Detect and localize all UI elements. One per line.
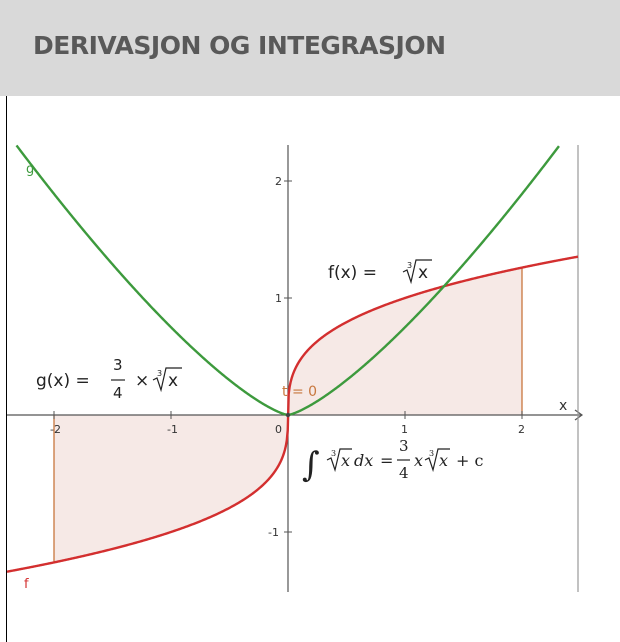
y-tick-label--1: -1 — [268, 526, 279, 539]
f-curve — [6, 255, 579, 573]
f-formula-radical-sign — [402, 259, 432, 285]
integral-radicand-2: x — [439, 451, 448, 470]
g-formula-root-index: 3 — [157, 369, 162, 378]
curves-group — [6, 144, 579, 573]
integral-sign: ∫ — [302, 445, 320, 485]
x-tick-label-2: 2 — [518, 423, 525, 436]
x-tick-label-1: 1 — [401, 423, 408, 436]
f-formula-radicand: x — [418, 263, 428, 283]
g-formula-times: × — [135, 371, 149, 391]
left-border-line — [6, 96, 7, 642]
f-formula-prefix: f(x) = — [328, 263, 382, 283]
integral-denominator: 4 — [399, 464, 409, 482]
header-bar: DERIVASJON OG INTEGRASJON — [0, 0, 620, 96]
ticks-group: -2 -1 0 1 2 2 1 -1 — [50, 175, 525, 539]
t-label: t = 0 — [282, 384, 317, 400]
integral-root-index-2: 3 — [429, 449, 434, 458]
g-formula-numerator: 3 — [113, 356, 123, 374]
g-formula-radical-sign — [152, 367, 182, 393]
integral-differential: dx — [354, 451, 373, 470]
f-formula-root-index: 3 — [407, 261, 412, 270]
integral-radical-sign — [326, 448, 352, 473]
g-formula: g(x) = 3 4 × 3 x — [36, 356, 182, 402]
page-title: DERIVASJON OG INTEGRASJON — [33, 31, 446, 60]
g-formula-denominator: 4 — [113, 384, 123, 402]
f-formula: f(x) = 3 x — [328, 259, 432, 285]
x-tick-label-0: 0 — [275, 423, 282, 436]
integral-x-factor: x — [414, 451, 423, 470]
integral-equals: = — [380, 451, 393, 470]
integral-radical-sign-2 — [424, 448, 450, 473]
y-tick-label-1: 1 — [275, 292, 282, 305]
integral-root-index: 3 — [331, 449, 336, 458]
g-formula-prefix: g(x) = — [36, 371, 95, 391]
y-tick-label-2: 2 — [275, 175, 282, 188]
x-tick-label--1: -1 — [167, 423, 178, 436]
integral-plus-c: + c — [456, 451, 483, 470]
x-tick-label--2: -2 — [50, 423, 61, 436]
x-axis-name: x — [559, 398, 567, 414]
origin-point — [285, 412, 291, 418]
axes-group — [7, 145, 584, 592]
x-axis-arrow — [574, 409, 584, 421]
integral-formula: ∫ 3 x dx = 3 4 x 3 x + c — [302, 437, 483, 485]
g-curve-name: g — [26, 162, 34, 177]
integral-numerator: 3 — [399, 437, 409, 455]
f-curve-name: f — [24, 577, 29, 592]
g-formula-radicand: x — [168, 371, 178, 391]
integral-radicand: x — [341, 451, 350, 470]
